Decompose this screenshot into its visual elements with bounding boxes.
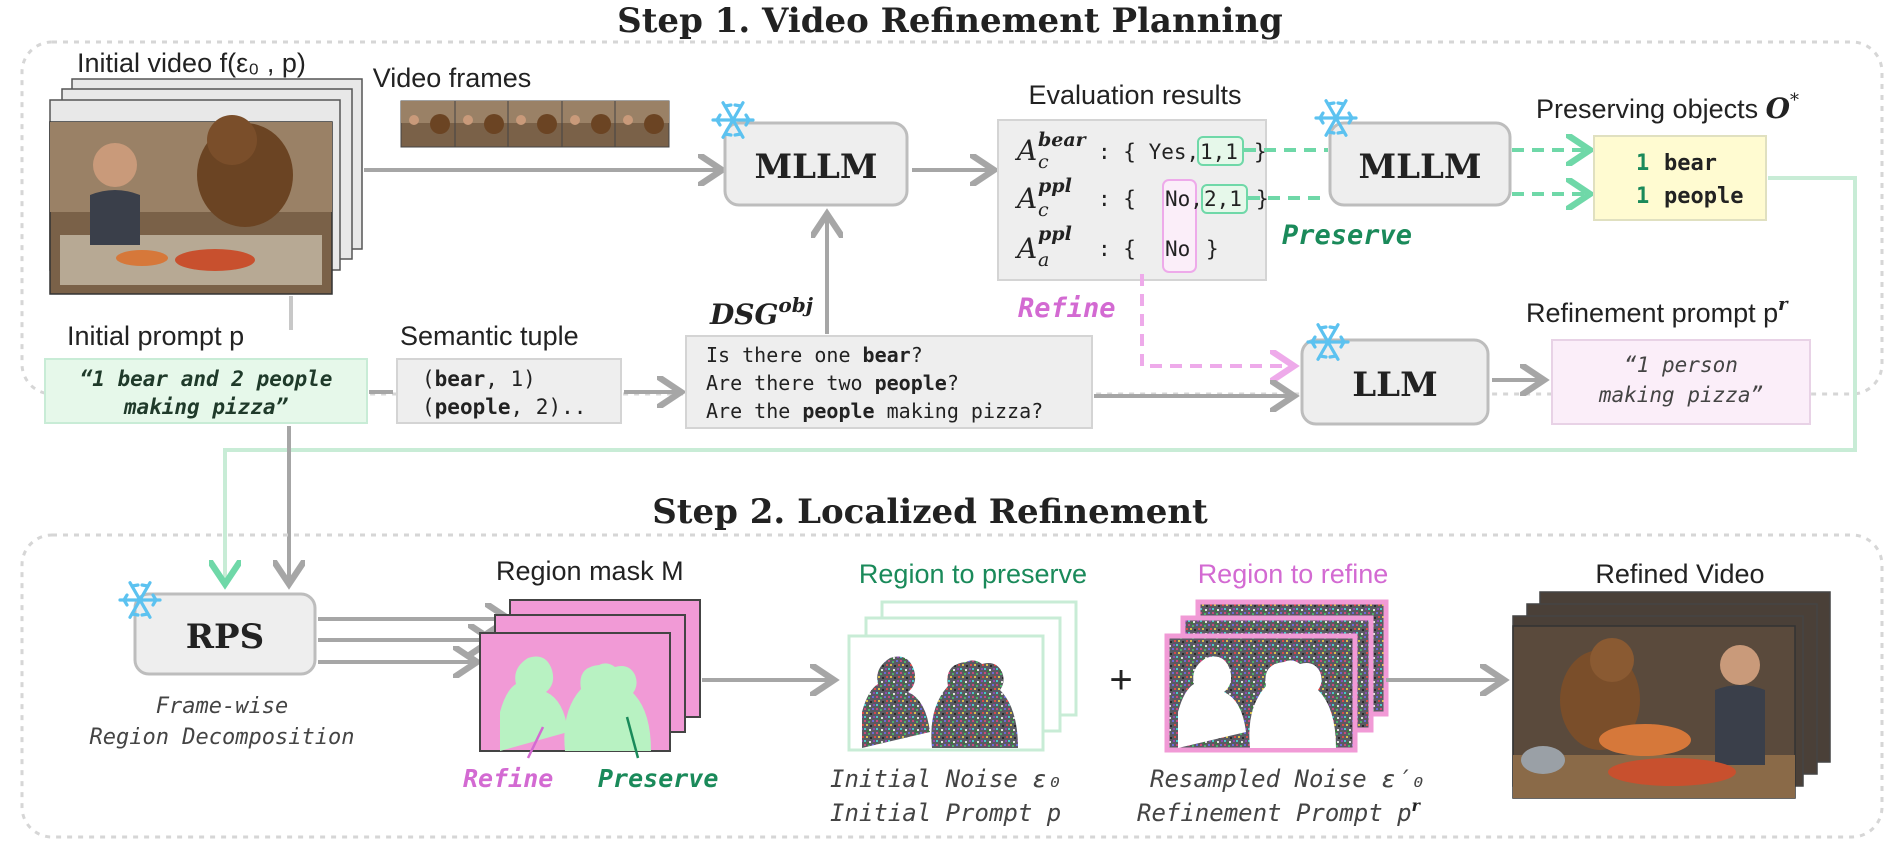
initial-prompt-label: Initial prompt p [67, 321, 244, 351]
semantic-tuple-label: Semantic tuple [400, 321, 579, 351]
eval-row-3: A ppl a : { No } [1014, 223, 1219, 271]
llm-block [1300, 338, 1490, 426]
dsg-label: DSGobj [709, 293, 814, 331]
eval-no-box [1162, 179, 1197, 273]
preserving-object-2: 1 people [1636, 184, 1743, 209]
mllm2-label: MLLM [1358, 147, 1481, 187]
initial-video-stack [49, 78, 363, 295]
mask-preserve-pointer [625, 716, 640, 759]
preserving-object-2-name: people [1664, 184, 1743, 209]
eval-row-2-sup: ppl [1038, 175, 1072, 197]
eval-row-3-close: } [1206, 237, 1219, 261]
arrow-refine-to-llm [1140, 274, 1290, 366]
step1-title: Step 1. Video Refinement Planning [617, 1, 1283, 41]
semantic-tuple-box [396, 358, 622, 424]
eval-row-2-symbol: A [1014, 182, 1037, 215]
preserve-label: Preserve [1282, 220, 1412, 251]
initial-prompt-box [44, 358, 368, 424]
eval-row-2-count: 2,1 [1204, 187, 1242, 211]
step2-title: Step 2. Localized Refinement [652, 492, 1208, 532]
preserving-object-1-count: 1 [1636, 151, 1649, 176]
resampled-noise-label: Resampled Noise ε′₀ [1150, 765, 1425, 793]
mask-refine-pointer [526, 726, 545, 759]
mask-refine-label: Refine [463, 764, 553, 793]
line-objects-to-rps [225, 176, 1857, 580]
mllm2-block [1328, 121, 1512, 207]
refined-video-stack [1512, 591, 1831, 799]
region-preserve-stack [847, 600, 1078, 752]
initial-video-label: Initial video f(ε₀ , p) [77, 48, 306, 78]
rps-caption-line-2: Region Decomposition [90, 725, 355, 750]
dsg-questions-box [685, 335, 1093, 429]
rps-caption-line-1: Frame-wise [156, 694, 288, 719]
eval-row-2-prefix: : { [1098, 187, 1136, 211]
eval-row-3-sup: ppl [1038, 223, 1072, 245]
region-refine-label: Region to refine [1198, 559, 1389, 589]
initial-prompt-line-2: making pizza” [123, 395, 289, 419]
eval-row-2: A ppl c : { No, 2,1 } [1014, 175, 1269, 273]
preserving-objects-label: Preserving objects O* [1536, 90, 1799, 125]
preserving-object-1-name: bear [1664, 151, 1717, 176]
mllm-label: MLLM [754, 147, 877, 187]
eval-row-1-sup: bear [1038, 129, 1088, 151]
initial-noise-label: Initial Noise ε₀ [830, 765, 1061, 793]
eval-row-1: A bear c : { Yes, 1,1 } [1014, 129, 1267, 173]
eval-row-2-sub: c [1038, 199, 1049, 221]
preserving-objects-box [1593, 135, 1767, 221]
eval-row-1-symbol: A [1014, 134, 1037, 167]
refined-video-label: Refined Video [1595, 559, 1764, 589]
eval-row-2-answer: No, [1165, 187, 1203, 211]
refinement-prompt-line-1: “1 person [1624, 353, 1738, 377]
eval-row-3-symbol: A [1014, 232, 1037, 265]
region-mask-label: Region mask M [496, 556, 684, 586]
dsg-question-1: Is there one bear? [706, 343, 923, 367]
eval-row-3-sub: a [1038, 249, 1049, 271]
llm-label: LLM [1352, 365, 1437, 405]
evaluation-results-label: Evaluation results [1028, 80, 1241, 110]
eval-row-1-sub: c [1038, 151, 1049, 173]
refined-video-frame [1512, 625, 1796, 799]
step1-panel [20, 40, 1884, 396]
rps-label: RPS [186, 617, 264, 657]
refine-label: Refine [1018, 293, 1116, 324]
semantic-tuple-line-1: (bear, 1) [422, 367, 536, 391]
mask-preserve-label: Preserve [598, 764, 718, 793]
eval-row-3-prefix: : { [1098, 237, 1136, 261]
dsg-question-2: Are there two people? [706, 371, 959, 395]
eval-row-3-answer: No [1165, 237, 1190, 261]
region-preserve-label: Region to preserve [859, 559, 1087, 589]
video-frames-label: Video frames [373, 63, 532, 93]
eval-row-1-count: 1,1 [1200, 140, 1238, 164]
refinement-prompt-label: Refinement prompt pr [1526, 294, 1789, 328]
region-mask-stack [479, 599, 701, 752]
initial-prompt-label-2: Initial Prompt p [830, 799, 1061, 827]
eval-row-2-count-box [1201, 184, 1248, 214]
region-refine-stack [1164, 599, 1389, 753]
eval-row-1-count-box [1197, 136, 1244, 166]
eval-row-1-prefix: : { Yes, [1098, 140, 1199, 164]
refinement-prompt-line-2: making pizza” [1598, 383, 1763, 407]
eval-row-2-close: } [1256, 187, 1269, 211]
plus-sign: + [1109, 658, 1132, 702]
preserving-object-2-count: 1 [1636, 184, 1649, 209]
semantic-tuple-line-2: (people, 2).. [422, 395, 586, 419]
dsg-question-3: Are the people making pizza? [706, 399, 1043, 423]
preserving-object-1: 1 bear [1636, 151, 1717, 176]
initial-video-frame [49, 115, 333, 295]
refinement-prompt-label-2: Refinement Prompt pr [1137, 796, 1422, 827]
refinement-prompt-box [1551, 339, 1811, 425]
eval-row-1-close: } [1254, 140, 1267, 164]
step2-panel [20, 533, 1884, 839]
initial-prompt-line-1: “1 bear and 2 people [80, 367, 333, 391]
rps-block [133, 592, 317, 676]
mllm-block [723, 121, 909, 207]
video-frames-strip [400, 100, 670, 148]
